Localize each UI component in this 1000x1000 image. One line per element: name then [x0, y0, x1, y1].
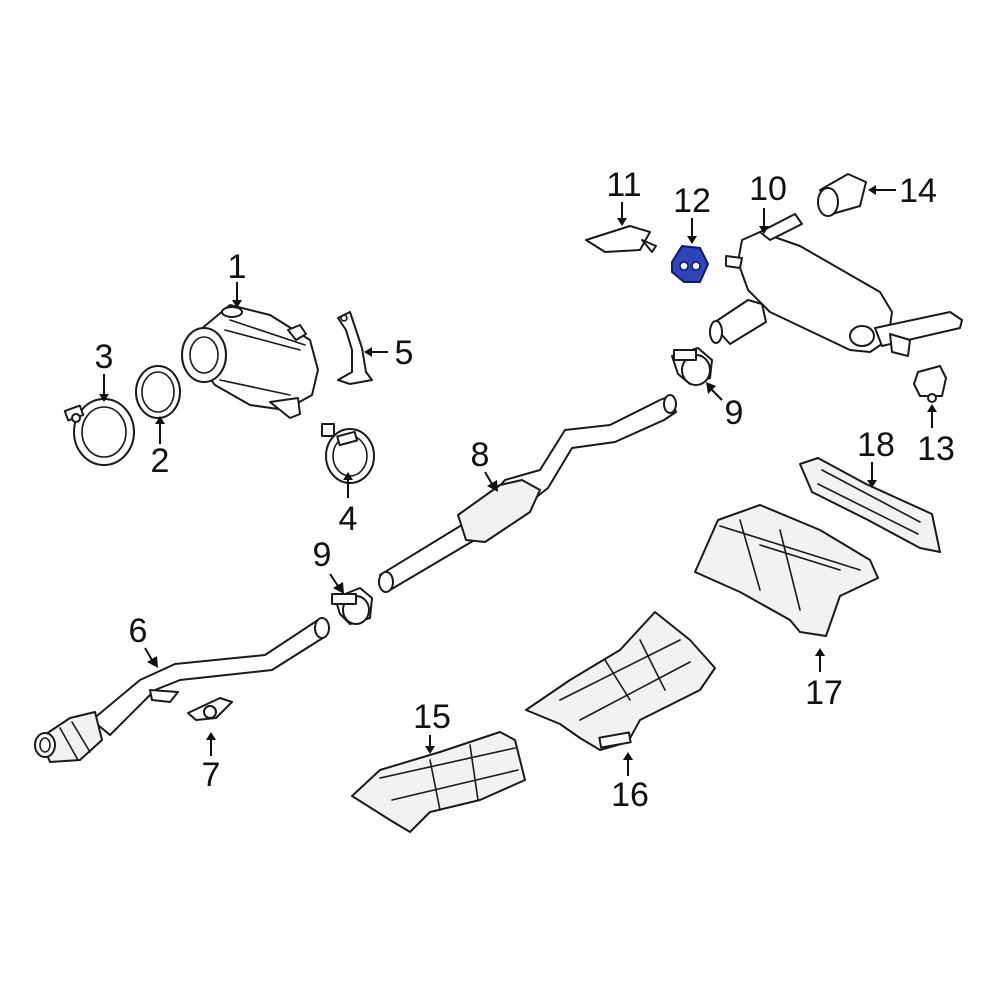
callout-13: 13: [917, 430, 955, 468]
part-10-rear-muffler[interactable]: [709, 213, 963, 357]
callout-12: 12: [673, 182, 711, 220]
part-14-exhaust-tip[interactable]: [817, 173, 867, 217]
callout-labels: 1 2 3 4 5 6 7 8 9 9 10 11 12 13 14 15 16…: [95, 166, 955, 814]
part-9-clamp-lower[interactable]: [331, 587, 373, 625]
callout-10: 10: [749, 170, 787, 208]
callout-9-upper: 9: [725, 394, 744, 432]
part-7-hanger[interactable]: [187, 697, 233, 721]
callout-5: 5: [395, 334, 414, 372]
part-11-bracket[interactable]: [585, 225, 657, 253]
callout-14: 14: [899, 172, 937, 210]
callout-11: 11: [606, 166, 641, 204]
part-3-clamp[interactable]: [63, 398, 135, 466]
callout-1: 1: [228, 248, 247, 286]
part-1-particulate-filter[interactable]: [181, 304, 319, 419]
callout-17: 17: [805, 674, 843, 712]
part-9-clamp-upper[interactable]: [671, 347, 713, 386]
part-2-gasket[interactable]: [135, 365, 181, 419]
callout-3: 3: [95, 338, 114, 376]
part-18-heat-shield[interactable]: [799, 457, 941, 553]
part-13-actuator[interactable]: [913, 365, 947, 403]
part-12-body[interactable]: [671, 245, 709, 283]
callout-15: 15: [413, 698, 451, 736]
callout-16: 16: [611, 776, 649, 814]
callout-18: 18: [857, 426, 895, 464]
callout-7: 7: [202, 756, 221, 794]
part-6-front-pipe[interactable]: [34, 617, 330, 763]
callout-4: 4: [339, 500, 358, 538]
part-16-heat-shield[interactable]: [525, 611, 716, 751]
part-15-heat-shield[interactable]: [351, 731, 526, 833]
callout-arrows: [99, 185, 937, 776]
part-5-bracket[interactable]: [337, 311, 373, 385]
part-12-hanger-highlighted[interactable]: [671, 245, 709, 283]
callout-2: 2: [151, 442, 170, 480]
callout-6: 6: [129, 612, 148, 650]
part-17-heat-shield[interactable]: [694, 504, 879, 637]
part-8-center-pipe[interactable]: [378, 394, 677, 593]
callout-8: 8: [471, 436, 490, 474]
part-4-clamp[interactable]: [321, 423, 375, 484]
callout-9-lower: 9: [313, 536, 332, 574]
